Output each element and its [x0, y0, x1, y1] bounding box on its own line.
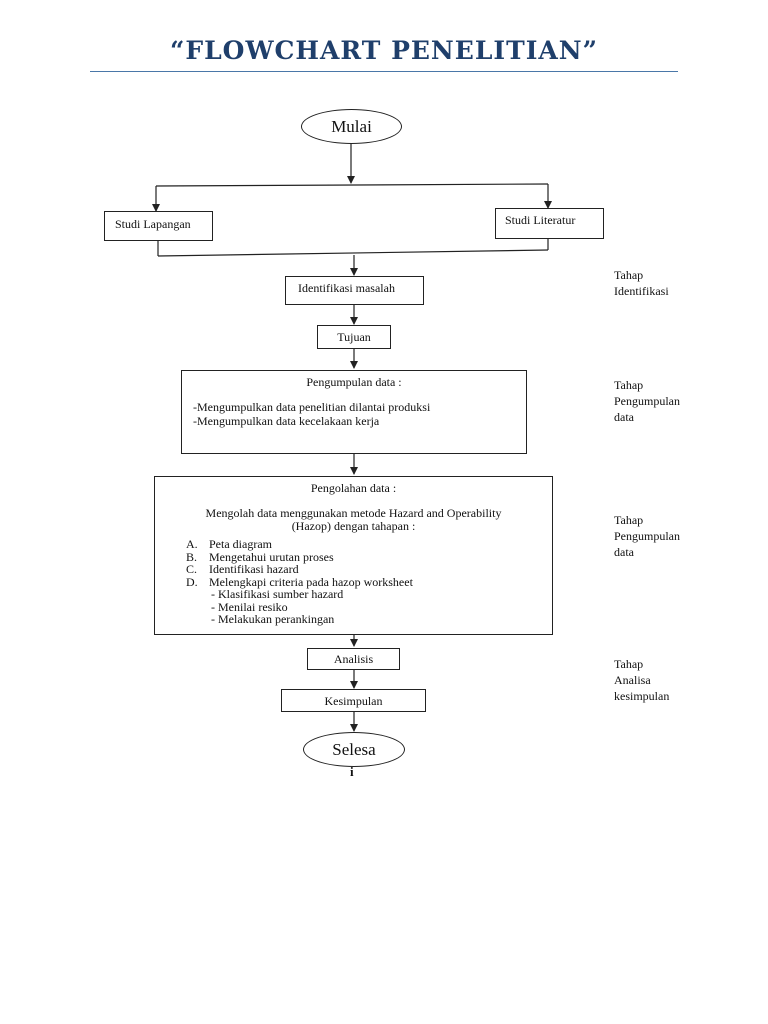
list-item: C.Identifikasi hazard [186, 562, 299, 576]
kesimpulan-box: Kesimpulan [281, 689, 426, 712]
list-item: A.Peta diagram [186, 537, 272, 551]
end-label: Selesa [332, 740, 376, 759]
pengumpulan-line-2: -Mengumpulkan data kecelakaan kerja [193, 414, 380, 428]
kesimpulan-label: Kesimpulan [324, 694, 383, 708]
end-mark: i [350, 764, 354, 779]
studi-literatur-box: Studi Literatur [495, 208, 604, 239]
studi-literatur-label: Studi Literatur [505, 213, 576, 227]
tujuan-label: Tujuan [337, 330, 371, 344]
split-line [155, 183, 549, 187]
studi-lapangan-box: Studi Lapangan [104, 211, 213, 241]
pengolahan-desc-2: (Hazop) dengan tahapan : [291, 519, 416, 533]
end-node: Selesa [303, 732, 405, 767]
pengumpulan-heading: Pengumpulan data : [306, 375, 402, 389]
list-item: - Menilai resiko [211, 599, 288, 614]
list-item: - Klasifikasi sumber hazard [211, 587, 344, 601]
pengumpulan-line-1: -Mengumpulkan data penelitian dilantai p… [193, 400, 431, 414]
analisis-box: Analisis [307, 648, 400, 670]
start-node: Mulai [301, 109, 402, 144]
page-title: “FLOWCHART PENELITIAN” [169, 36, 599, 65]
pengolahan-desc-1: Mengolah data menggunakan metode Hazard … [205, 506, 502, 520]
pengumpulan-box: Pengumpulan data : -Mengumpulkan data pe… [181, 370, 527, 454]
identifikasi-box: Identifikasi masalah [285, 276, 424, 305]
list-item: D.Melengkapi criteria pada hazop workshe… [186, 574, 413, 589]
pengolahan-steps: A.Peta diagram B.Mengetahui urutan prose… [186, 538, 552, 588]
start-label: Mulai [331, 117, 372, 136]
side-label-identifikasi: Tahap Identifikasi [614, 268, 669, 298]
pengolahan-substeps: - Klasifikasi sumber hazard - Menilai re… [211, 588, 552, 626]
analisis-label: Analisis [333, 652, 374, 666]
tujuan-box: Tujuan [317, 325, 391, 349]
side-label-pengolahan: Tahap Pengumpulan data [614, 513, 680, 559]
pengolahan-heading: Pengolahan data : [310, 481, 397, 495]
merge-line [157, 249, 549, 257]
list-item: B.Mengetahui urutan proses [186, 549, 334, 564]
side-label-analisa: Tahap Analisa kesimpulan [614, 657, 670, 703]
side-label-pengumpulan: Tahap Pengumpulan data [614, 378, 680, 424]
list-item: - Melakukan perankingan [211, 612, 335, 626]
identifikasi-label: Identifikasi masalah [298, 281, 395, 295]
studi-lapangan-label: Studi Lapangan [115, 217, 191, 231]
pengolahan-box: Pengolahan data : Mengolah data mengguna… [154, 476, 553, 635]
title-divider [90, 71, 678, 72]
